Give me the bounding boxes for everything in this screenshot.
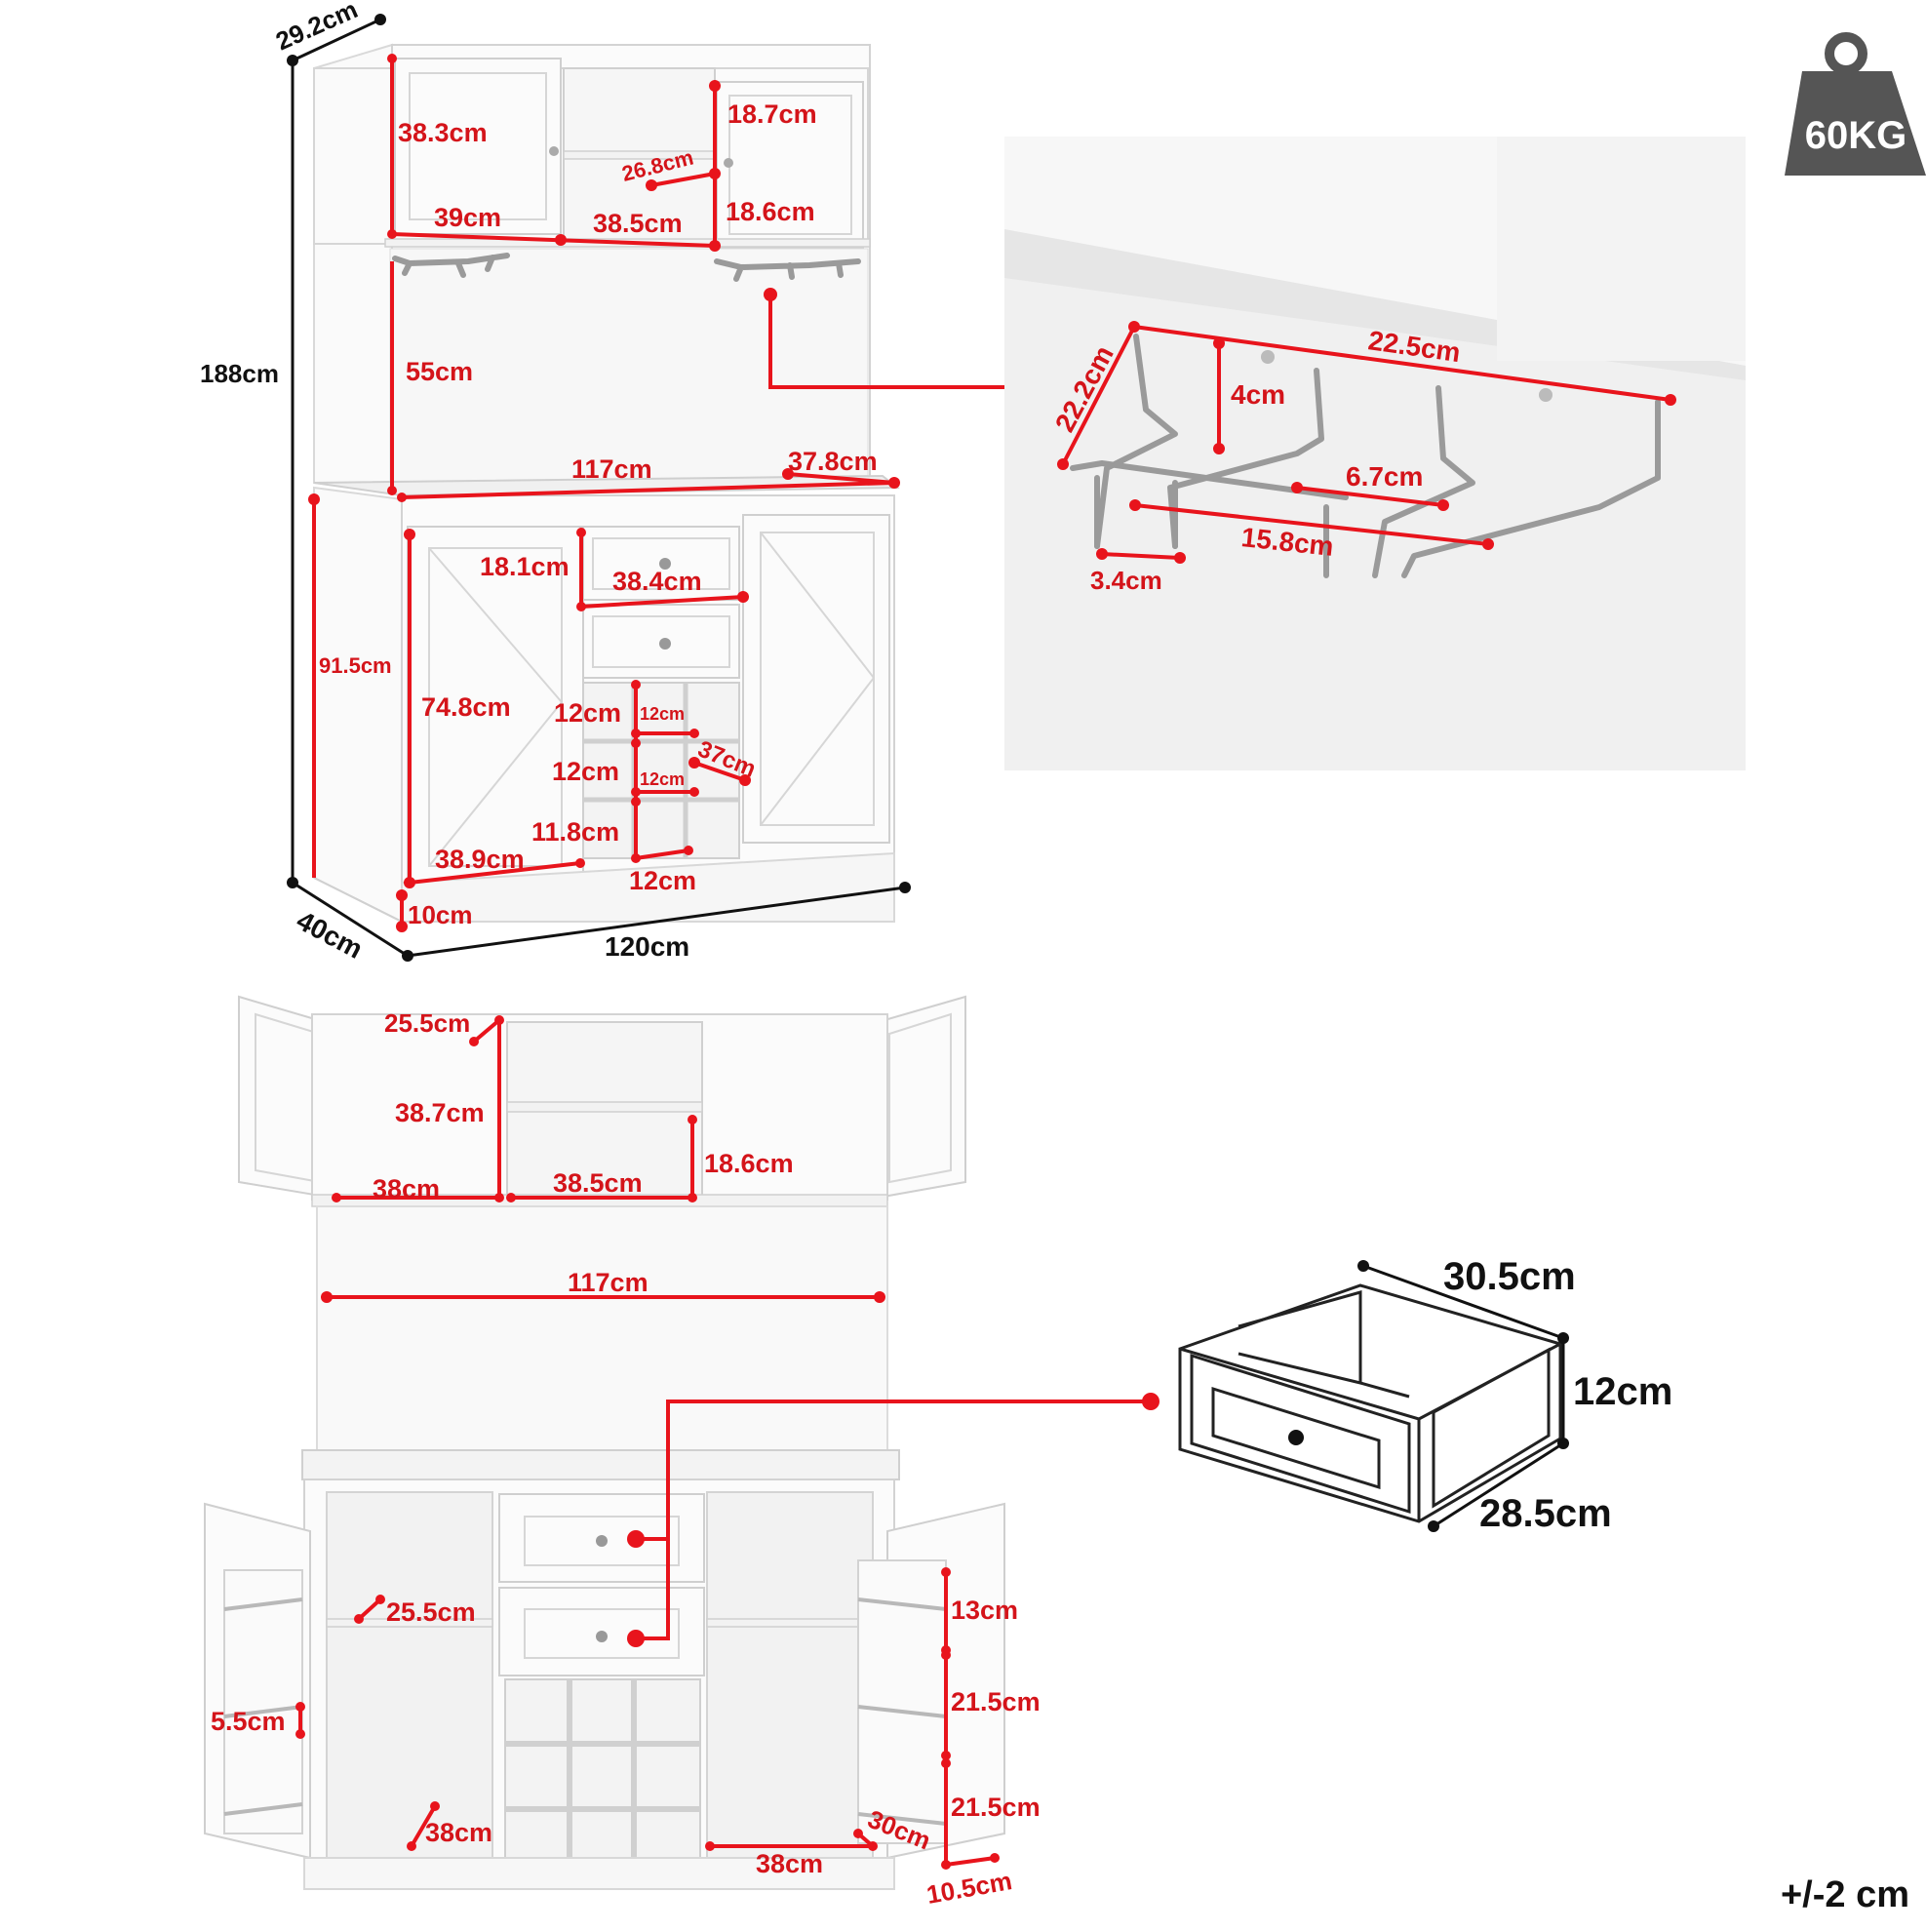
ov-upper-middle-height-label: 18.6cm (704, 1149, 794, 1178)
counter-depth-label: 37.8cm (788, 447, 878, 476)
drawer-dimensions: 30.5cm 12cm 28.5cm (1357, 1255, 1672, 1535)
open-view-cabinet (204, 995, 1005, 1890)
ov-upper-left-depth-label: 25.5cm (384, 1008, 470, 1038)
upper-door-height-label: 38.3cm (398, 118, 488, 147)
front-view-cabinet (313, 43, 900, 924)
hutch-open-height-label: 55cm (406, 357, 473, 386)
ov-door-shelf-3-label: 21.5cm (951, 1793, 1041, 1822)
base-door-height-label: 74.8cm (421, 692, 511, 722)
ov-upper-left-height-label: 38.7cm (395, 1098, 485, 1127)
weight-label: 60KG (1805, 114, 1907, 157)
wine-cell-1b-label: 12cm (640, 704, 685, 724)
drawer-detail (1178, 1283, 1562, 1523)
wine-cell-2-label: 12cm (552, 757, 619, 786)
wine-cell-2b-label: 12cm (640, 769, 685, 789)
drawer-height-label: 12cm (1573, 1370, 1672, 1413)
ov-hutch-width-label: 117cm (568, 1268, 649, 1297)
drawer-width-label: 38.4cm (612, 567, 702, 596)
front-view-overall-dims (287, 14, 911, 962)
ov-lower-left-depth-label: 25.5cm (386, 1597, 476, 1627)
rack-height-label: 4cm (1231, 379, 1285, 410)
ov-door-rack-depth-label: 10.5cm (924, 1866, 1014, 1910)
upper-middle-width-label: 38.5cm (593, 209, 683, 238)
ov-door-rack-height-label: 5.5cm (211, 1707, 286, 1736)
depth-bottom-label: 40cm (292, 905, 368, 965)
drawer-width-label: 30.5cm (1443, 1255, 1576, 1298)
leg-height-label: 10cm (408, 900, 473, 929)
wine-cell-width-label: 12cm (629, 866, 696, 895)
wine-cell-1-label: 12cm (554, 698, 621, 728)
ov-upper-left-width-label: 38cm (373, 1174, 440, 1203)
height-label: 188cm (200, 359, 279, 388)
ov-lower-left-width-label: 38cm (425, 1818, 492, 1847)
open-view-dimensions: 25.5cm 38.7cm 38cm 38.5cm 18.6cm 117cm 2… (211, 1008, 1160, 1910)
weight-icon (1785, 32, 1926, 176)
upper-lower-space-label: 18.6cm (726, 197, 815, 226)
weight-badge: 60KG (1785, 32, 1926, 176)
ov-door-shelf-2-label: 21.5cm (951, 1687, 1041, 1716)
rack-rail-gap-label: 3.4cm (1090, 566, 1162, 595)
base-height-label: 91.5cm (319, 653, 392, 678)
ov-lower-right-width-label: 38cm (756, 1849, 823, 1878)
ov-door-shelf-1-label: 13cm (951, 1596, 1018, 1625)
width-label: 120cm (605, 931, 689, 962)
drawer-depth-label: 28.5cm (1479, 1492, 1612, 1535)
upper-shelf-space-label: 18.7cm (727, 99, 817, 129)
upper-left-width-label: 39cm (434, 203, 501, 232)
front-view-dimensions (308, 54, 1023, 932)
wine-cell-3-label: 11.8cm (531, 817, 619, 847)
tolerance-note: +/-2 cm (1781, 1874, 1909, 1915)
counter-width-label: 117cm (571, 454, 652, 484)
ov-upper-middle-width-label: 38.5cm (553, 1168, 643, 1198)
rack-slot-gap-label: 6.7cm (1346, 461, 1423, 492)
base-door-width-label: 38.9cm (435, 845, 525, 874)
glass-rack-detail (1004, 137, 1746, 770)
drawer-height-label: 18.1cm (480, 552, 570, 581)
